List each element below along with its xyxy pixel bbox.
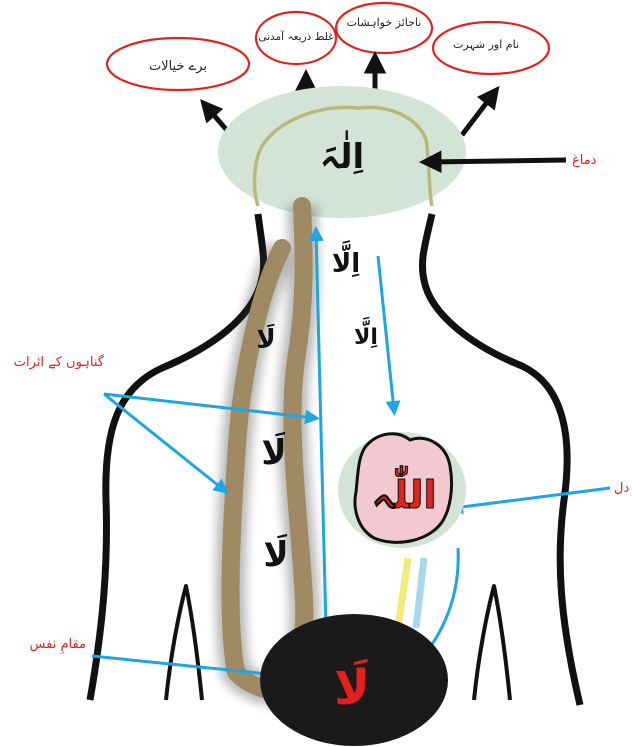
heart-channels bbox=[398, 558, 424, 628]
brain: اِلٰہَ bbox=[218, 86, 466, 218]
bubble-label: نام اور شہرت bbox=[453, 38, 519, 51]
neck-word-2: اِلَّا bbox=[354, 316, 378, 350]
heart-label: دل bbox=[614, 481, 629, 496]
heart-pointer-arrow bbox=[454, 488, 610, 508]
heart-to-nafs-arrow bbox=[424, 548, 458, 656]
brain-to-heart-arrow bbox=[378, 256, 394, 410]
tube-word-1: لَا bbox=[256, 323, 275, 355]
blue-arrows bbox=[92, 232, 610, 676]
bubble-bad-thoughts: برے خیالات bbox=[107, 38, 249, 90]
bubble-wrong-income: غلط ذریعہ آمدنی bbox=[256, 12, 336, 64]
heart-word: اللّٰہ bbox=[371, 466, 436, 517]
nafs-label: مقامِ نفس bbox=[30, 637, 86, 654]
nafs-word: لَا bbox=[334, 658, 370, 716]
arrow-to-fame bbox=[462, 93, 494, 135]
tube-word-2: لَا bbox=[261, 432, 286, 473]
bubble-illegitimate-desires: ناجائز خواہشات bbox=[336, 3, 432, 53]
tube-word-3: لَا bbox=[263, 534, 288, 575]
right-torso-line bbox=[474, 586, 510, 700]
bubble-label: غلط ذریعہ آمدنی bbox=[258, 30, 334, 43]
brain-word: اِلٰہَ bbox=[320, 131, 364, 177]
sins-pointer-outer bbox=[104, 394, 224, 490]
nafs-pointer-arrow bbox=[92, 656, 288, 676]
heart: اللّٰہ bbox=[338, 432, 466, 548]
nafs: لَا bbox=[260, 614, 448, 746]
bubble-label: برے خیالات bbox=[149, 59, 207, 74]
bubble-fame-and-name: نام اور شہرت bbox=[433, 22, 549, 74]
sins-label: گناہوں کے اثرات bbox=[14, 354, 105, 370]
brain-pointer-arrow bbox=[428, 160, 566, 162]
brain-label: دماغ bbox=[572, 153, 597, 168]
bubble-label: ناجائز خواہشات bbox=[347, 16, 422, 29]
neck-word-1: اِلَّا bbox=[332, 239, 360, 279]
left-torso-line bbox=[166, 586, 202, 700]
nafs-to-brain-arrow bbox=[316, 232, 326, 628]
light-blue-channel bbox=[416, 558, 424, 628]
yellow-channel bbox=[398, 558, 408, 628]
